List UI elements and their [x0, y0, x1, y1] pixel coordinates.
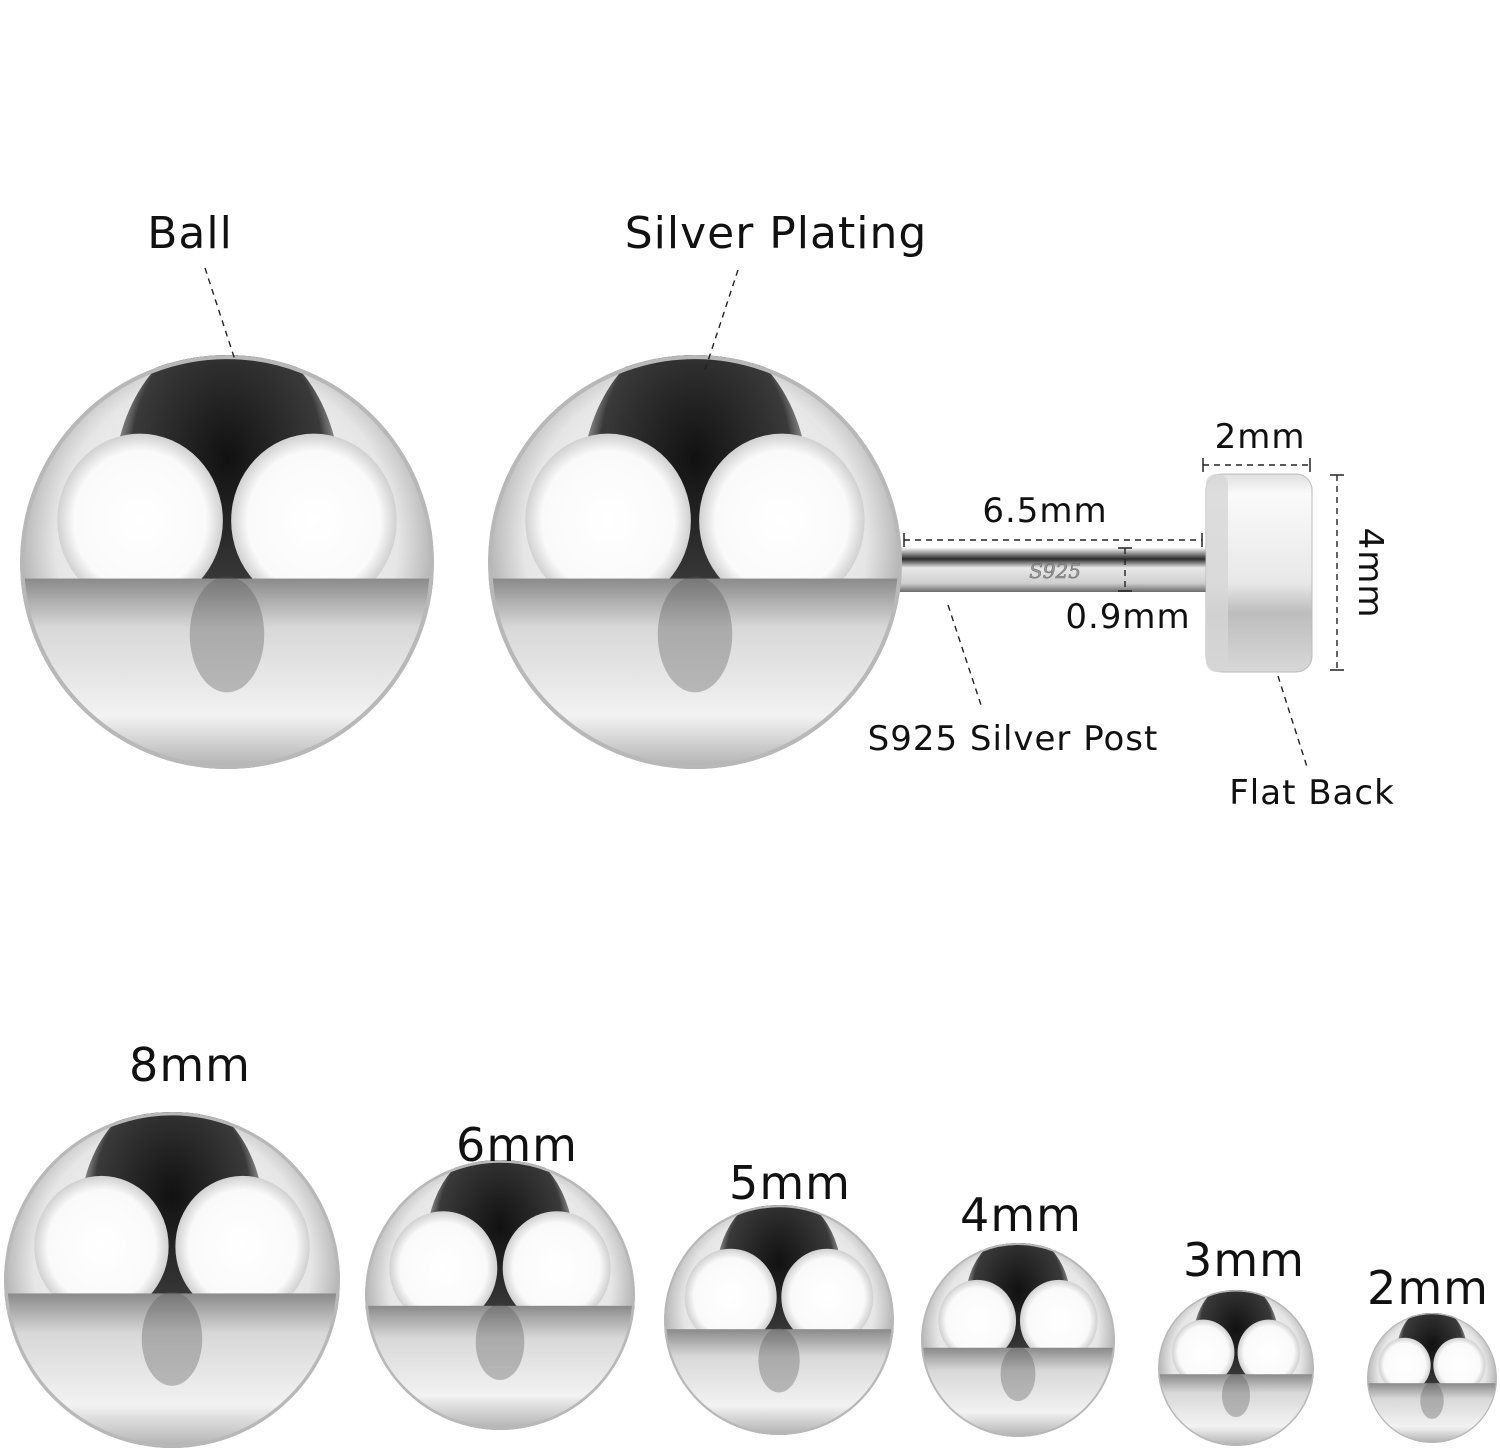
post-label: S925 Silver Post	[867, 719, 1159, 759]
size-label-3mm: 3mm	[1183, 1233, 1305, 1287]
ball-label: Ball	[147, 208, 233, 259]
ball-leader-line	[204, 267, 236, 361]
ball-4mm	[921, 1233, 1115, 1440]
size-label-6mm: 6mm	[456, 1118, 578, 1172]
ball-2mm	[1367, 1307, 1497, 1445]
back-label: Flat Back	[1229, 773, 1395, 813]
post-length-label: 6.5mm	[982, 491, 1108, 531]
ball-8mm	[4, 1095, 340, 1453]
post-leader-line	[947, 604, 983, 709]
ball-6mm	[365, 1147, 635, 1435]
back-diameter-label: 4mm	[1350, 527, 1390, 619]
size-label-8mm: 8mm	[129, 1038, 251, 1092]
ball-5mm	[664, 1194, 894, 1439]
size-label-5mm: 5mm	[729, 1156, 851, 1210]
plating-label: Silver Plating	[624, 208, 928, 259]
silver-post	[900, 548, 1212, 592]
ball-front-view	[20, 334, 434, 775]
size-label-2mm: 2mm	[1367, 1261, 1489, 1315]
ball-side-view	[488, 334, 902, 775]
flat-back-edge	[1206, 474, 1228, 672]
size-label-4mm: 4mm	[960, 1188, 1082, 1242]
post-engraving: S925	[1029, 559, 1081, 583]
back-leader-line	[1277, 675, 1309, 771]
post-diameter-label: 0.9mm	[1065, 597, 1191, 637]
plating-leader-line	[704, 269, 739, 371]
ball-3mm	[1158, 1282, 1314, 1448]
back-width-label: 2mm	[1214, 417, 1306, 457]
